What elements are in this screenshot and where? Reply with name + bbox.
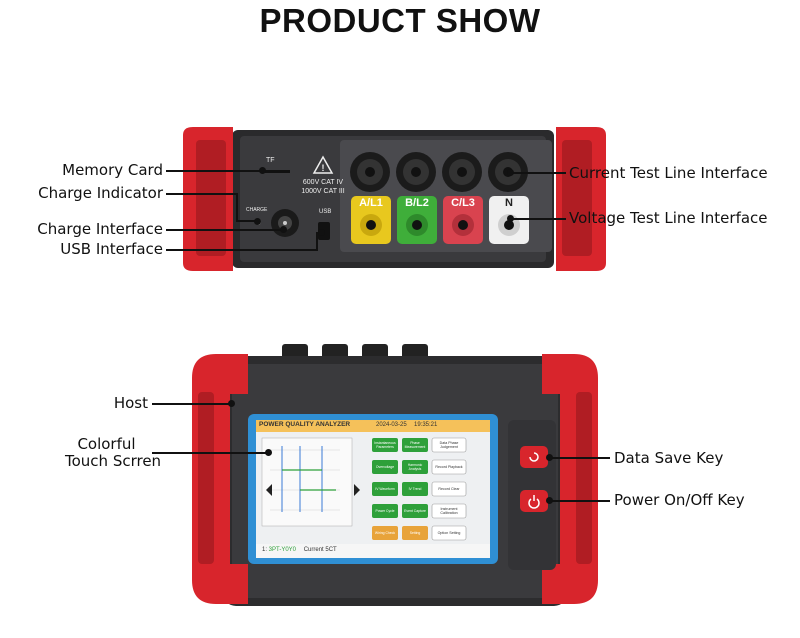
label-voltage-test-line: Voltage Test Line Interface	[569, 209, 768, 227]
screen-side-button[interactable]: Instrument Calibration	[440, 507, 458, 515]
tf-label: TF	[266, 157, 275, 164]
label-host: Host	[113, 394, 148, 412]
label-data-save-key: Data Save Key	[614, 449, 724, 467]
data-save-key	[520, 446, 548, 468]
usb-label: USB	[319, 209, 332, 215]
screen-side-button[interactable]: Data Phase Judgement	[439, 441, 459, 449]
screen-menu-button[interactable]: IV Trend	[402, 482, 428, 496]
screen-header: POWER QUALITY ANALYZER	[259, 421, 351, 428]
main-device	[192, 344, 598, 606]
charge-label: CHARGE	[246, 207, 268, 213]
port-label-n: N	[505, 197, 513, 209]
port-label-c: C/L3	[451, 197, 475, 209]
label-charge-indicator: Charge Indicator	[38, 184, 163, 202]
label-power-key: Power On/Off Key	[614, 491, 745, 509]
screen-side-button[interactable]: Record Playback	[435, 465, 463, 469]
screen-menu-button[interactable]: Power Cycle	[372, 504, 398, 518]
port-label-a: A/L1	[359, 197, 383, 209]
memory-card-slot	[262, 170, 290, 173]
current-ports	[350, 152, 528, 192]
label-colorful-touch-screen: Colorful Touch Scrren	[65, 435, 162, 470]
label-charge-interface: Charge Interface	[37, 220, 163, 238]
label-memory-card: Memory Card	[62, 161, 163, 179]
screen-date: 2024-03-25	[376, 422, 407, 428]
screen-menu-button[interactable]: Instantaneous Parameters	[372, 438, 398, 452]
screen-side-button[interactable]: Record Clear	[438, 487, 460, 491]
screen-footer: 1: 3PT-Y0Y0 Current 5CT	[262, 547, 337, 553]
screen-menu-button[interactable]: Overvoltage	[372, 460, 398, 474]
screen-menu-button[interactable]: Phase Measurement	[402, 438, 428, 452]
screen-menu-button[interactable]: IV Waveform	[372, 482, 398, 496]
label-current-test-line: Current Test Line Interface	[569, 164, 768, 182]
screen-time: 19:35:21	[414, 422, 438, 428]
svg-text:!: !	[322, 163, 325, 173]
screen-menu-button[interactable]: Event Capture	[402, 504, 428, 518]
screen-menu-button[interactable]: Harmonic Analysis	[402, 460, 428, 474]
warning-icon	[312, 155, 334, 174]
screen-menu-button[interactable]: Setting	[402, 526, 428, 540]
label-usb-interface: USB Interface	[60, 240, 163, 258]
screen-side-button[interactable]: Option Setting	[437, 531, 461, 535]
screen-menu-button[interactable]: Wiring Check	[372, 526, 398, 540]
port-label-b: B/L2	[405, 197, 429, 209]
page-title: PRODUCT SHOW	[259, 2, 541, 39]
